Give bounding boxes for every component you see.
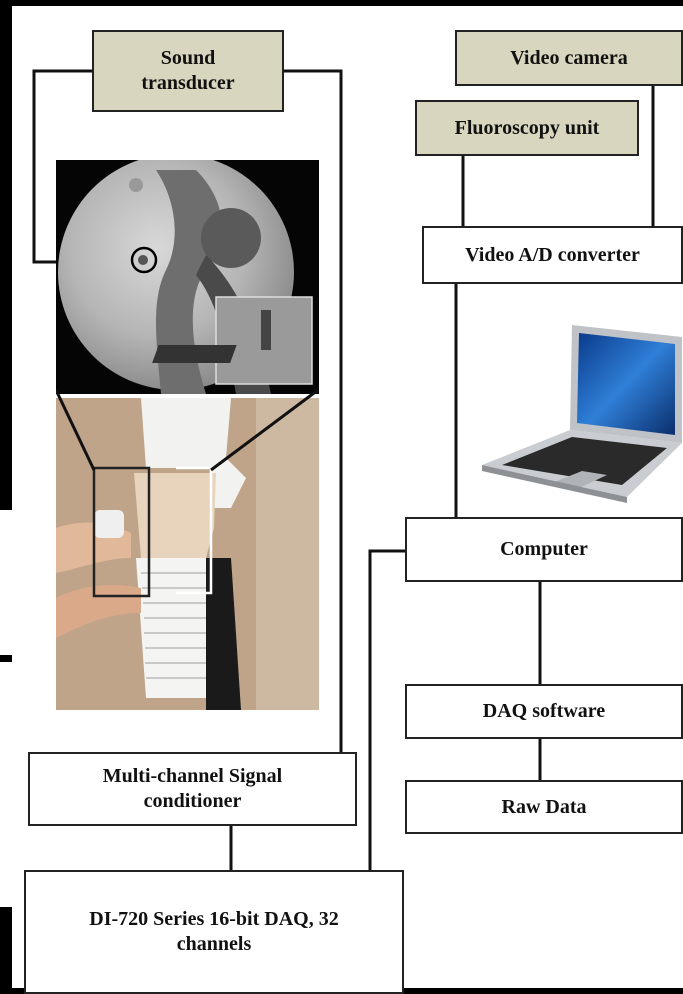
computer-box: Computer <box>405 517 683 582</box>
daq-software-label: DAQ software <box>482 700 606 722</box>
raw-data-label: Raw Data <box>501 795 587 818</box>
computer-label: Computer <box>500 538 588 560</box>
video-camera-box: Video camera <box>455 30 683 86</box>
daq-hardware-label: DI-720 Series 16-bit DAQ, 32 channels <box>89 908 339 955</box>
sound-transducer-label: Sound transducer <box>141 47 235 94</box>
frame-strip <box>0 662 12 907</box>
raw-data-box: Raw Data <box>405 780 683 834</box>
fluoroscopy-xray-photo <box>56 160 319 394</box>
subject-photo <box>56 398 319 710</box>
video-ad-converter-label: Video A/D converter <box>465 243 640 266</box>
signal-conditioner-box: Multi-channel Signal conditioner <box>28 752 357 826</box>
video-camera-label: Video camera <box>510 46 628 69</box>
daq-hardware-box: DI-720 Series 16-bit DAQ, 32 channels <box>24 870 404 994</box>
fluoroscopy-unit-label: Fluoroscopy unit <box>454 116 600 139</box>
frame-strip <box>0 510 12 655</box>
laptop-computer-icon <box>482 325 682 503</box>
video-ad-converter-box: Video A/D converter <box>422 226 683 284</box>
zoom-lines <box>56 388 319 472</box>
daq-software-box: DAQ software <box>405 684 683 739</box>
fluoroscopy-image <box>56 160 319 394</box>
laptop-image <box>482 325 682 505</box>
signal-conditioner-label: Multi-channel Signal conditioner <box>102 765 283 812</box>
fluoroscopy-unit-box: Fluoroscopy unit <box>415 100 639 156</box>
subject-with-transducer-photo <box>56 398 319 710</box>
sound-transducer-box: Sound transducer <box>92 30 284 112</box>
